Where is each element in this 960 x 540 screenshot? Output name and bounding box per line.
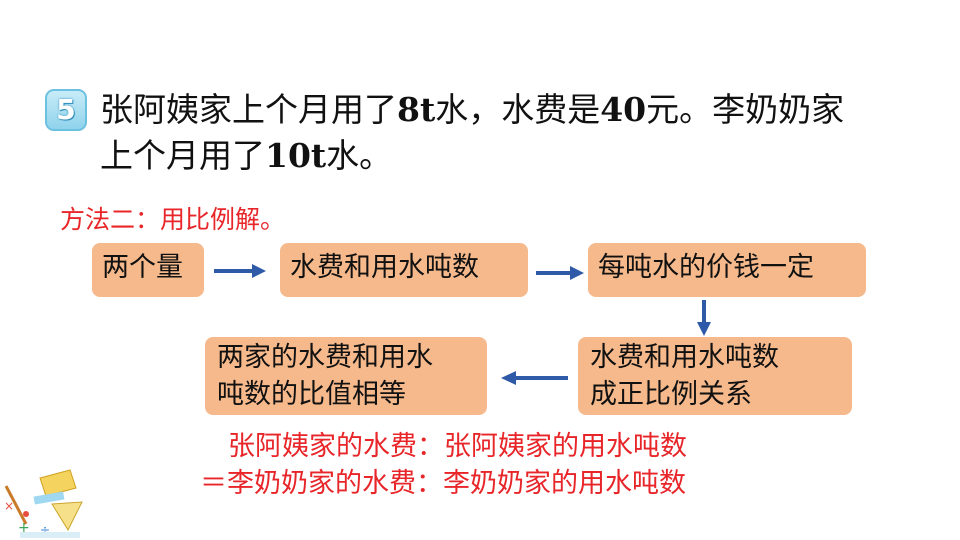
- down-arrow-icon: [693, 298, 715, 338]
- flow-box-line: 水费和用水吨数: [590, 339, 840, 376]
- flow-box-two-quantities: 两个量: [92, 243, 204, 297]
- problem-text-part: 元。李奶奶家: [646, 90, 844, 129]
- equation-line-1: 张阿姨家的水费：张阿姨家的用水吨数: [200, 428, 687, 465]
- problem-text-part: 上个月用了: [100, 136, 265, 175]
- problem-line-2: 上个月用了10t水。: [100, 133, 940, 179]
- math-tools-illustration-icon: + ÷ ×: [0, 466, 90, 540]
- flow-box-line: 成正比例关系: [590, 376, 840, 413]
- flow-box-line: 两家的水费和用水: [217, 339, 475, 376]
- problem-number-badge: 5: [45, 89, 87, 131]
- flow-box-equal-ratio: 两家的水费和用水 吨数的比值相等: [205, 337, 487, 415]
- problem-quantity: 10t: [265, 136, 326, 175]
- left-arrow-icon: [498, 368, 570, 388]
- flow-box-fee-and-tons: 水费和用水吨数: [280, 243, 528, 297]
- equation-line-2: ＝李奶奶家的水费：李奶奶家的用水吨数: [200, 465, 687, 502]
- right-arrow-icon: [534, 263, 586, 283]
- ratio-equation: 张阿姨家的水费：张阿姨家的用水吨数 ＝李奶奶家的水费：李奶奶家的用水吨数: [200, 428, 687, 502]
- problem-line-1: 张阿姨家上个月用了8t水，水费是40元。李奶奶家: [100, 87, 940, 133]
- problem-text-part: 水，水费是: [435, 90, 600, 129]
- problem-text-part: 水。: [326, 136, 392, 175]
- problem-quantity: 8t: [397, 90, 435, 129]
- svg-text:×: ×: [4, 499, 14, 513]
- right-arrow-icon: [212, 261, 268, 281]
- method-title: 方法二：用比例解。: [60, 200, 285, 236]
- flow-box-direct-proportion: 水费和用水吨数 成正比例关系: [578, 337, 852, 415]
- flow-box-price-per-ton-fixed: 每吨水的价钱一定: [588, 243, 866, 297]
- problem-text-part: 张阿姨家上个月用了: [100, 90, 397, 129]
- problem-quantity: 40: [600, 90, 646, 129]
- problem-text: 张阿姨家上个月用了8t水，水费是40元。李奶奶家 上个月用了10t水。: [100, 87, 940, 179]
- flow-box-line: 吨数的比值相等: [217, 376, 475, 413]
